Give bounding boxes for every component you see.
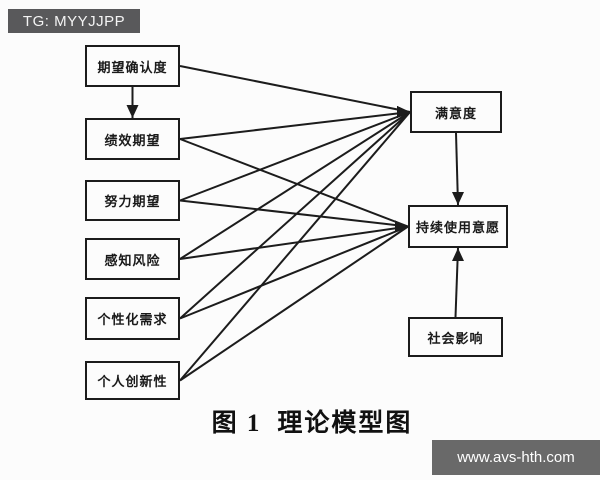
tg-badge-text: TG: MYYJJPP (22, 12, 126, 30)
tg-badge: TG: MYYJJPP (8, 9, 140, 33)
diagram-node-personalization-needs: 个性化需求 (85, 297, 180, 340)
watermark-url: www.avs-hth.com (457, 449, 575, 466)
diagram-node-satisfaction: 满意度 (410, 91, 502, 133)
diagram-node-effort-expectancy: 努力期望 (85, 180, 180, 221)
node-label: 努力期望 (104, 194, 161, 209)
figure-title: 理论模型图 (277, 410, 413, 437)
diagram-node-social-influence: 社会影响 (408, 317, 503, 357)
node-label: 期望确认度 (97, 59, 168, 75)
diagram-node-perceived-risk: 感知风险 (85, 238, 180, 280)
figure-caption: 图 1 理论模型图 (0, 403, 600, 439)
diagram-node-personal-innovativeness: 个人创新性 (85, 361, 180, 400)
node-label: 持续使用意愿 (415, 220, 500, 235)
node-label: 社会影响 (427, 330, 484, 346)
diagram-node-expectation-confirmation: 期望确认度 (85, 45, 180, 87)
node-label: 感知风险 (104, 252, 161, 268)
node-label: 绩效期望 (104, 132, 161, 148)
figure-number: 图 1 (211, 410, 262, 437)
watermark-badge: www.avs-hth.com (432, 440, 600, 475)
node-label: 满意度 (434, 105, 477, 121)
diagram-node-performance-expectancy: 绩效期望 (85, 118, 180, 160)
diagram-node-continuance-intention: 持续使用意愿 (408, 205, 508, 248)
node-label: 个性化需求 (97, 312, 168, 327)
node-label: 个人创新性 (97, 374, 168, 389)
